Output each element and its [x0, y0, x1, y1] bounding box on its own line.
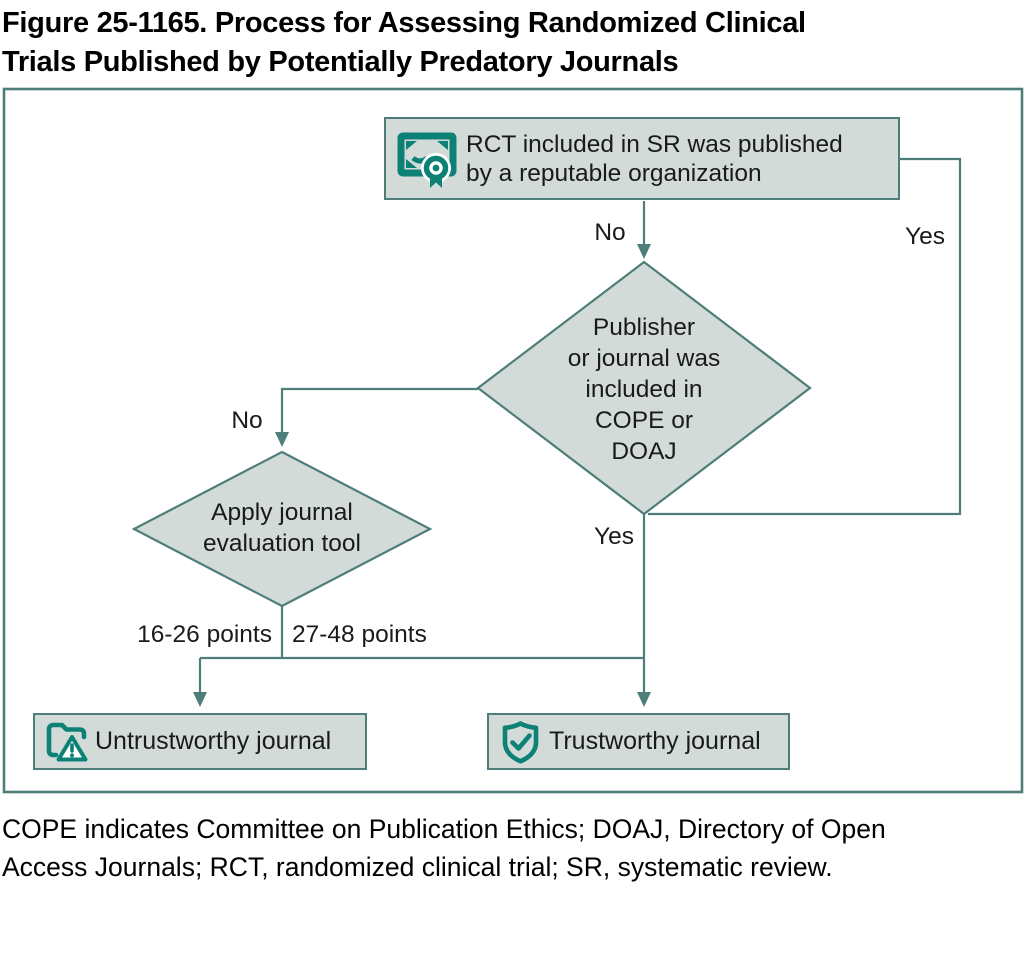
edge-label-points-high: 27-48 points: [292, 621, 427, 648]
decision-eval-tool-label: Apply journal evaluation tool: [202, 499, 361, 557]
shield-check-icon: [498, 719, 543, 765]
arrowhead-into-cope-diamond: [637, 244, 651, 259]
figure-title: Figure 25-1165. Process for Assessing Ra…: [2, 7, 806, 78]
trustworthy-node: Trustworthy journal: [487, 713, 790, 770]
decision-cope-doaj-label: Publisher or journal was included in COP…: [567, 314, 721, 465]
footnote: COPE indicates Committee on Publication …: [2, 814, 886, 882]
diagram-frame: [2, 87, 1024, 794]
edge-start-yes-line: [648, 157, 962, 516]
edge-decision-no-line: [280, 387, 478, 433]
decision-eval-tool-diamond: [131, 450, 433, 608]
decision-cope-doaj-diamond: [476, 260, 812, 516]
untrustworthy-node: Untrustworthy journal: [33, 713, 367, 770]
arrowhead-into-untrustworthy: [193, 692, 207, 707]
arrowhead-into-trustworthy: [637, 692, 651, 707]
edge-label-decision-yes: Yes: [594, 523, 634, 550]
edge-label-start-no: No: [594, 219, 626, 246]
folder-alert-icon: [44, 720, 91, 763]
start-node: RCT included in SR was published by a re…: [384, 117, 900, 200]
edge-label-points-low: 16-26 points: [137, 621, 272, 648]
start-node-label: RCT included in SR was published by a re…: [466, 130, 843, 187]
arrowhead-into-evaltool-diamond: [275, 432, 289, 447]
edge-label-start-yes: Yes: [905, 223, 945, 250]
edge-label-decision-no: No: [231, 407, 263, 434]
certificate-icon: [396, 130, 460, 188]
untrustworthy-node-label: Untrustworthy journal: [95, 727, 332, 755]
trustworthy-node-label: Trustworthy journal: [549, 727, 761, 755]
